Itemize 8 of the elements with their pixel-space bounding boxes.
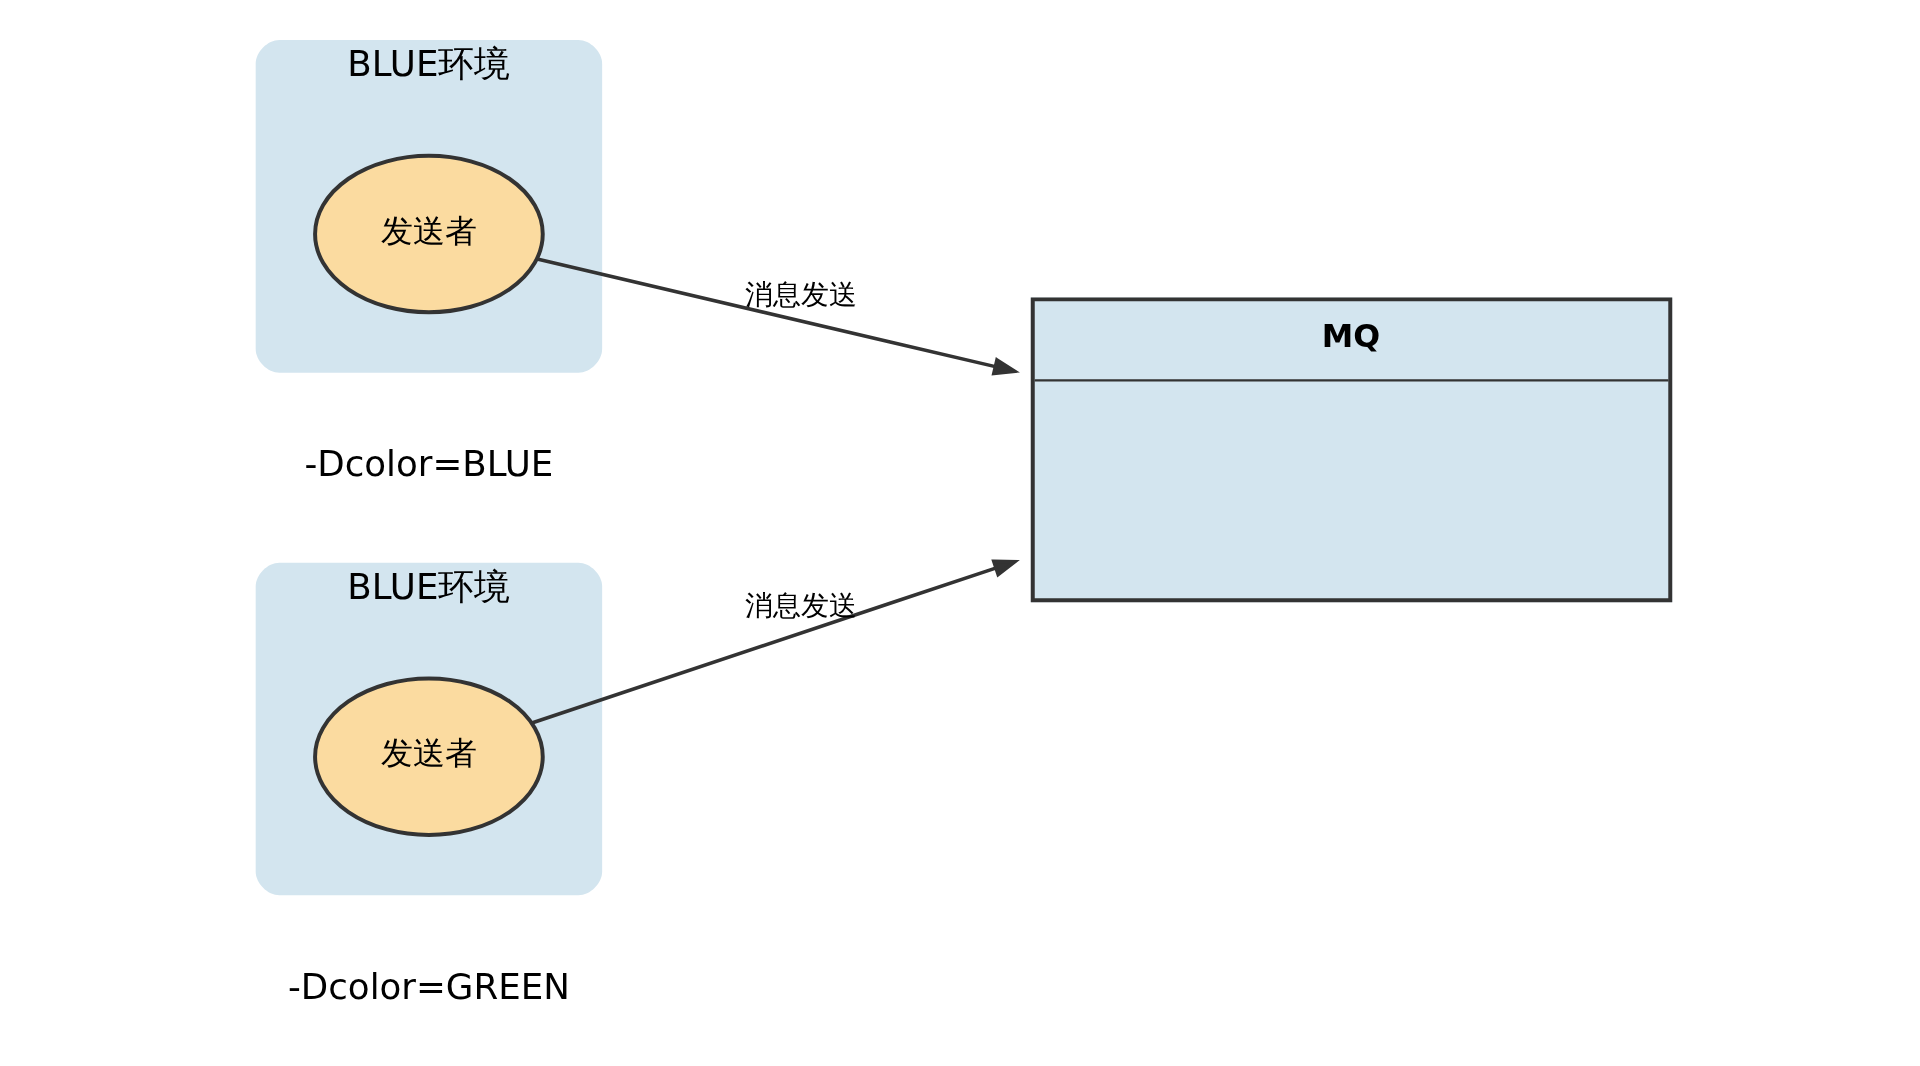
node-ellipse: 发送者 — [313, 676, 545, 837]
edge-label: 消息发送 — [745, 277, 858, 311]
node-ellipse: 发送者 — [313, 153, 545, 315]
node-label: -Dcolor=BLUE — [304, 443, 554, 485]
arrow — [536, 257, 1020, 376]
node-label: -Dcolor=GREEN — [287, 966, 570, 1008]
edge-label: 消息发送 — [745, 588, 858, 622]
arrow — [531, 559, 1020, 725]
